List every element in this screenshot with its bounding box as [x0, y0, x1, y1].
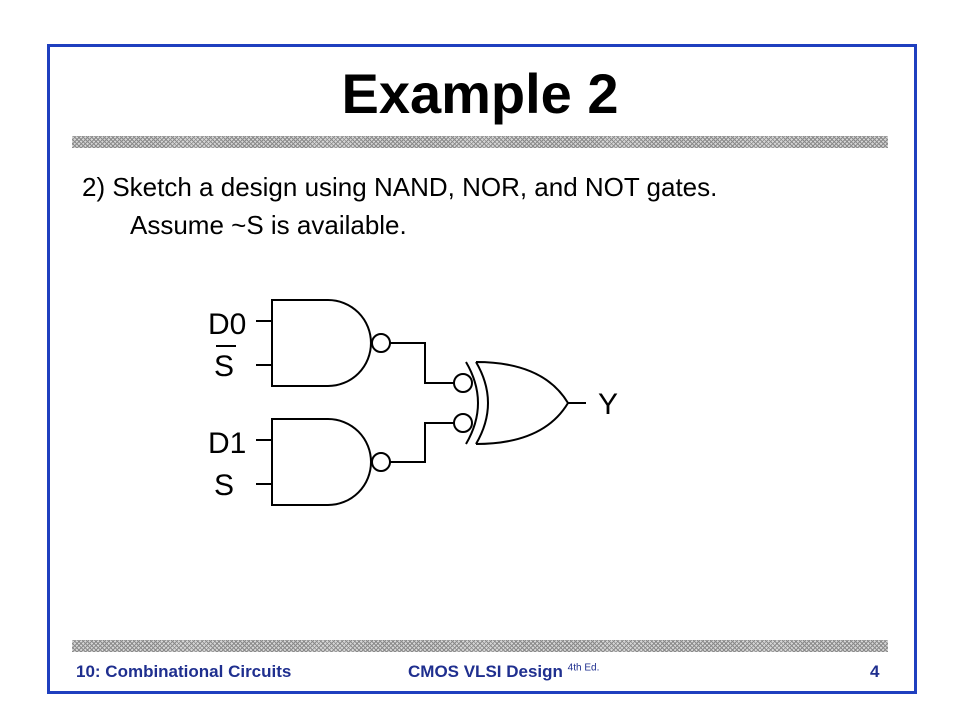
- label-d0: D0: [208, 308, 246, 341]
- nand-top-bubble: [371, 333, 391, 353]
- slide-frame: [47, 44, 917, 694]
- body-line-1: 2) Sketch a design using NAND, NOR, and …: [82, 172, 718, 202]
- footer-chapter: 10: Combinational Circuits: [76, 662, 292, 681]
- footer-book-name: CMOS VLSI Design: [408, 662, 563, 681]
- footer-edition: 4th Ed.: [567, 662, 600, 674]
- or-input-bubble-top: [453, 373, 473, 393]
- top-divider: [72, 136, 888, 148]
- nand-gate-top: [271, 299, 372, 387]
- slide-title: Example 2: [341, 62, 619, 125]
- page-number: 4: [870, 662, 880, 681]
- label-s: S: [214, 469, 234, 502]
- body-line-2: Assume ~S is available.: [130, 210, 407, 240]
- bottom-divider: [72, 640, 888, 652]
- label-y: Y: [598, 388, 618, 421]
- label-s-bar: S: [214, 350, 234, 383]
- or-gate-front-curve: [465, 361, 479, 445]
- nand-bottom-bubble: [371, 452, 391, 472]
- nand-gate-bottom: [271, 418, 372, 506]
- slide-body: 2) Sketch a design using NAND, NOR, and …: [82, 168, 902, 244]
- or-gate: [475, 361, 570, 445]
- wire-nand-top-to-or: [390, 342, 454, 384]
- or-input-bubble-bottom: [453, 413, 473, 433]
- wire-nand-bottom-to-or: [390, 422, 454, 463]
- label-d1: D1: [208, 427, 246, 460]
- footer-book-title: CMOS VLSI Design 4th Ed.: [408, 662, 599, 682]
